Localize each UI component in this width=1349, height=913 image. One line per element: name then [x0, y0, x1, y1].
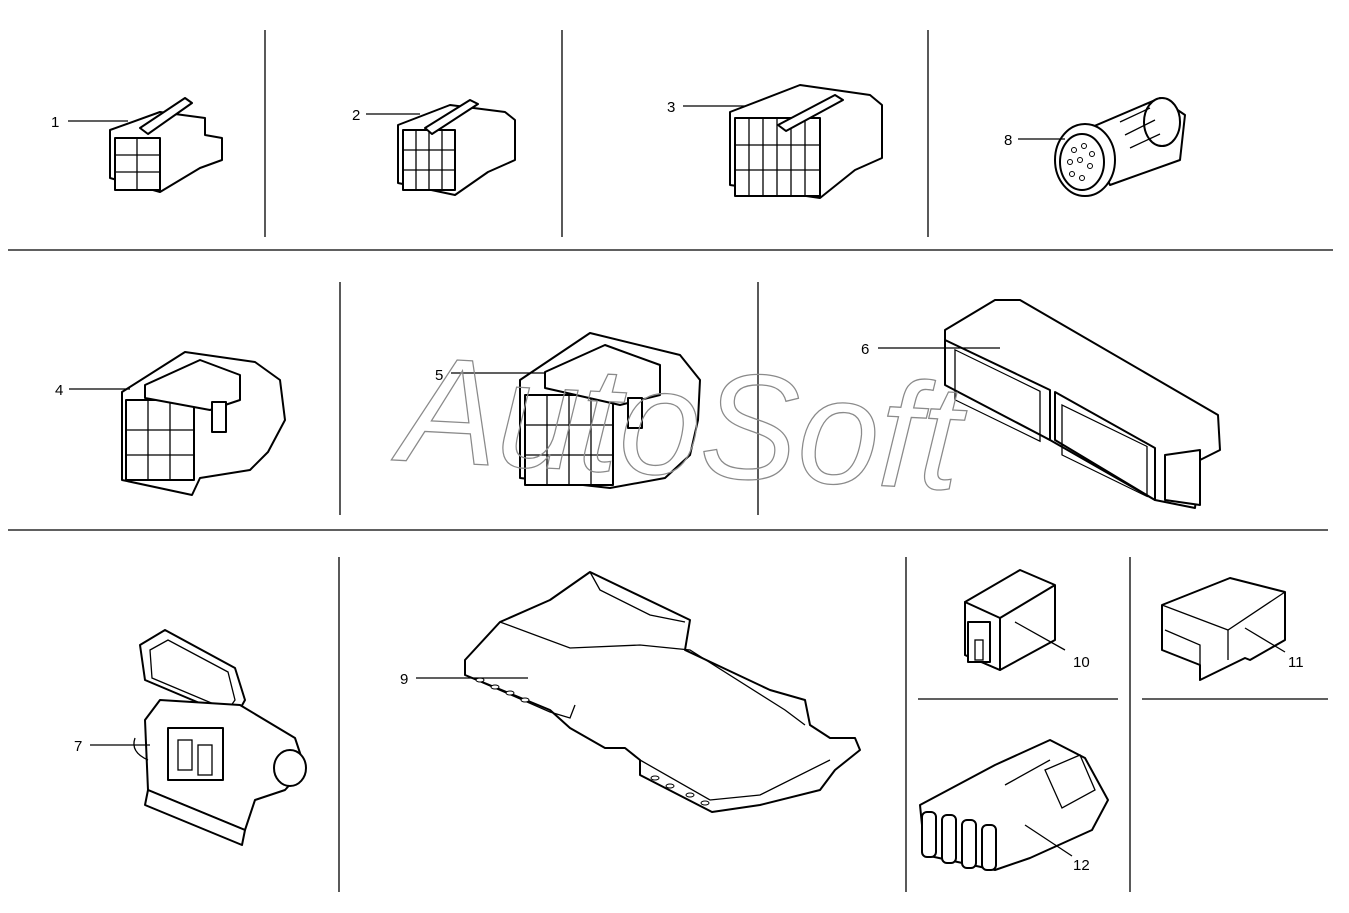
multi-terminal-clip-icon	[919, 739, 1109, 871]
8-pin-connector-icon	[397, 99, 516, 196]
part-2-connector: 2	[352, 99, 516, 196]
part-12-terminal-clip: 12	[919, 739, 1109, 874]
label-3: 3	[667, 99, 675, 116]
6-way-housing-connector-icon	[121, 351, 286, 496]
part-8-round-connector: 8	[1004, 97, 1186, 197]
label-8: 8	[1004, 132, 1012, 149]
round-circular-connector-icon	[1054, 97, 1186, 197]
terminal-cover-icon	[1161, 577, 1286, 681]
label-10: 10	[1073, 654, 1090, 671]
label-9: 9	[400, 671, 408, 688]
single-terminal-housing-icon	[964, 569, 1056, 671]
part-3-connector: 3	[667, 84, 883, 199]
label-12: 12	[1073, 857, 1090, 874]
label-4: 4	[55, 382, 63, 399]
part-1-small-connector: 1	[51, 97, 223, 193]
label-5: 5	[435, 367, 443, 384]
label-1: 1	[51, 114, 59, 131]
part-4-housing-connector: 4	[55, 351, 286, 496]
part-11-terminal-cover: 11	[1161, 577, 1304, 681]
part-5-housing-connector: 5	[435, 332, 701, 489]
12-pin-connector-icon	[729, 84, 883, 199]
part-9-carrier-frame: 9	[400, 571, 861, 813]
small-6-pin-connector-icon	[109, 97, 223, 193]
connector-carrier-frame-icon	[464, 571, 861, 813]
label-2: 2	[352, 107, 360, 124]
part-7-sealed-connector: 7	[74, 629, 307, 846]
watermark: AutoSoft	[389, 324, 970, 522]
8-way-housing-connector-icon	[519, 332, 701, 489]
label-7: 7	[74, 738, 82, 755]
part-6-ecu-connector: 6	[861, 299, 1221, 509]
sealed-connector-with-cover-icon	[133, 629, 307, 846]
label-6: 6	[861, 341, 869, 358]
part-10-terminal-housing: 10	[964, 569, 1090, 671]
grid-lines	[8, 30, 1333, 892]
ecu-dual-block-connector-icon	[944, 299, 1221, 509]
label-11: 11	[1288, 654, 1304, 671]
